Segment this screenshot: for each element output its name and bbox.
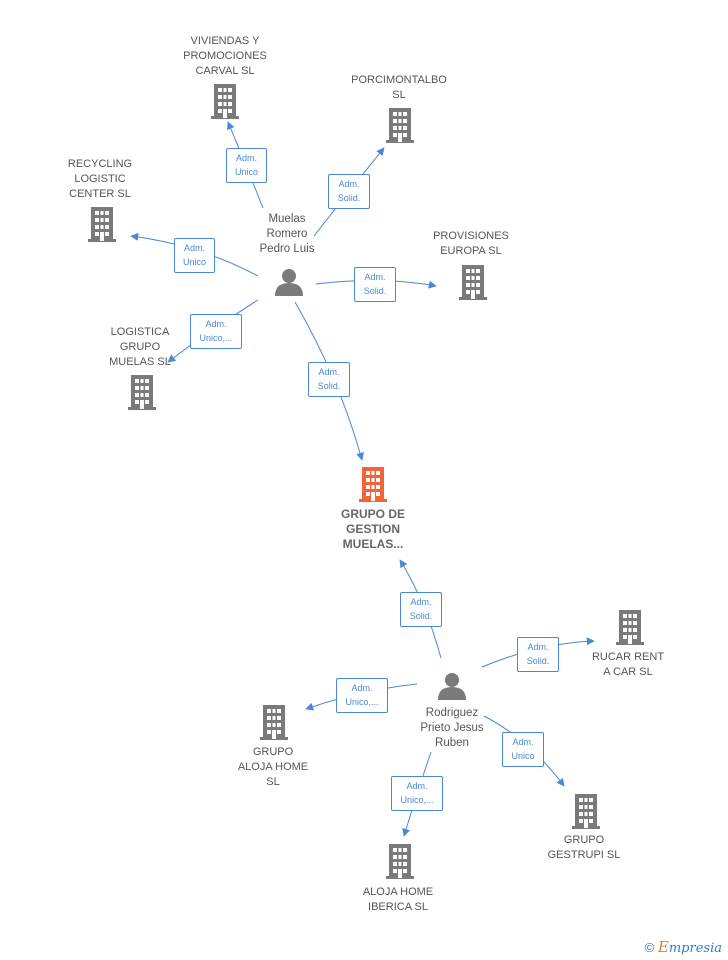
building-icon-viviendas[interactable]: [211, 84, 239, 119]
company-label-viviendas[interactable]: VIVIENDAS Y PROMOCIONES CARVAL SL: [183, 35, 267, 77]
brand-logo: © Empresia: [645, 938, 722, 956]
relation-box-rodriguez-iberica[interactable]: Adm. Unico,...: [391, 776, 443, 811]
relation-box-muelas-grupo[interactable]: Adm. Solid.: [308, 362, 350, 397]
relation-box-muelas-porcimontalbo[interactable]: Adm. Solid.: [328, 174, 370, 209]
company-label-grupo-gestion[interactable]: GRUPO DE GESTION MUELAS...: [340, 507, 405, 551]
person-label-rodriguez[interactable]: Rodriguez Prieto Jesus Ruben: [420, 707, 484, 749]
relation-box-rodriguez-gestrupi[interactable]: Adm. Unico: [502, 732, 544, 767]
company-label-porcimontalbo[interactable]: PORCIMONTALBO SL: [351, 74, 447, 101]
brand-name: mpresia: [668, 941, 722, 956]
building-icon-rucar[interactable]: [616, 610, 644, 645]
building-icon-logistica[interactable]: [128, 375, 156, 410]
company-label-provisiones[interactable]: PROVISIONES EUROPA SL: [433, 230, 509, 257]
building-icon-aloja-iberica[interactable]: [386, 844, 414, 879]
building-icon-porcimontalbo[interactable]: [386, 108, 414, 143]
relation-box-muelas-recycling[interactable]: Adm. Unico: [174, 238, 215, 273]
company-label-gestrupi[interactable]: GRUPO GESTRUPI SL: [547, 834, 621, 861]
company-label-recycling[interactable]: RECYCLING LOGISTIC CENTER SL: [67, 158, 133, 200]
building-icon-gestrupi[interactable]: [572, 794, 600, 829]
building-icon-provisiones[interactable]: [459, 265, 487, 300]
building-icon-aloja-home[interactable]: [260, 705, 288, 740]
person-label-muelas[interactable]: Muelas Romero Pedro Luis: [259, 213, 315, 255]
relation-box-muelas-provisiones[interactable]: Adm. Solid.: [354, 267, 396, 302]
company-label-logistica[interactable]: LOGISTICA GRUPO MUELAS SL: [109, 326, 171, 368]
relation-box-rodriguez-grupo[interactable]: Adm. Solid.: [400, 592, 442, 627]
relation-box-muelas-logistica[interactable]: Adm. Unico,...: [190, 314, 242, 349]
person-icon-muelas[interactable]: [275, 269, 303, 296]
relation-box-muelas-viviendas[interactable]: Adm. Unico: [226, 148, 267, 183]
company-label-rucar[interactable]: RUCAR RENT A CAR SL: [591, 651, 665, 678]
company-label-aloja-home[interactable]: GRUPO ALOJA HOME SL: [237, 746, 309, 788]
company-label-aloja-iberica[interactable]: ALOJA HOME IBERICA SL: [362, 886, 434, 913]
person-icon-rodriguez[interactable]: [438, 673, 466, 700]
relation-box-rodriguez-rucar[interactable]: Adm. Solid.: [517, 637, 559, 672]
brand-e-icon: E: [657, 938, 669, 956]
copyright-symbol: ©: [644, 940, 655, 955]
relation-box-rodriguez-aloja[interactable]: Adm. Unico,...: [336, 678, 388, 713]
building-icon-recycling[interactable]: [88, 207, 116, 242]
building-icon-grupo-gestion[interactable]: [359, 467, 387, 502]
